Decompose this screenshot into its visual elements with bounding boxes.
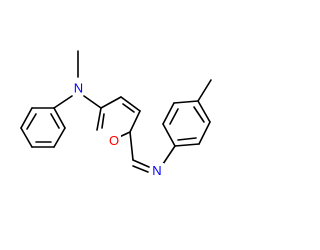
phenyl-ring	[20, 107, 66, 148]
atom-o-furan-mask	[107, 133, 121, 148]
atom-n-imine: N	[152, 163, 161, 178]
bond-n-phenyl	[53, 95, 73, 109]
bond-furan-ch	[129, 131, 134, 161]
bond-tolyl-methyl	[197, 79, 212, 102]
atom-n-amine: N	[74, 81, 83, 96]
furan-ring	[96, 96, 141, 140]
bond-n-tolyl	[162, 145, 176, 165]
atom-n-amine-mask	[72, 80, 85, 95]
atom-o-furan: O	[109, 133, 119, 148]
atom-n-imine-mask	[150, 163, 164, 178]
tolyl-ring	[162, 100, 211, 147]
imine-double-bond	[132, 159, 150, 173]
bond-n-furan	[83, 95, 102, 109]
molecule-structure-diagram: N O N	[20, 50, 212, 178]
